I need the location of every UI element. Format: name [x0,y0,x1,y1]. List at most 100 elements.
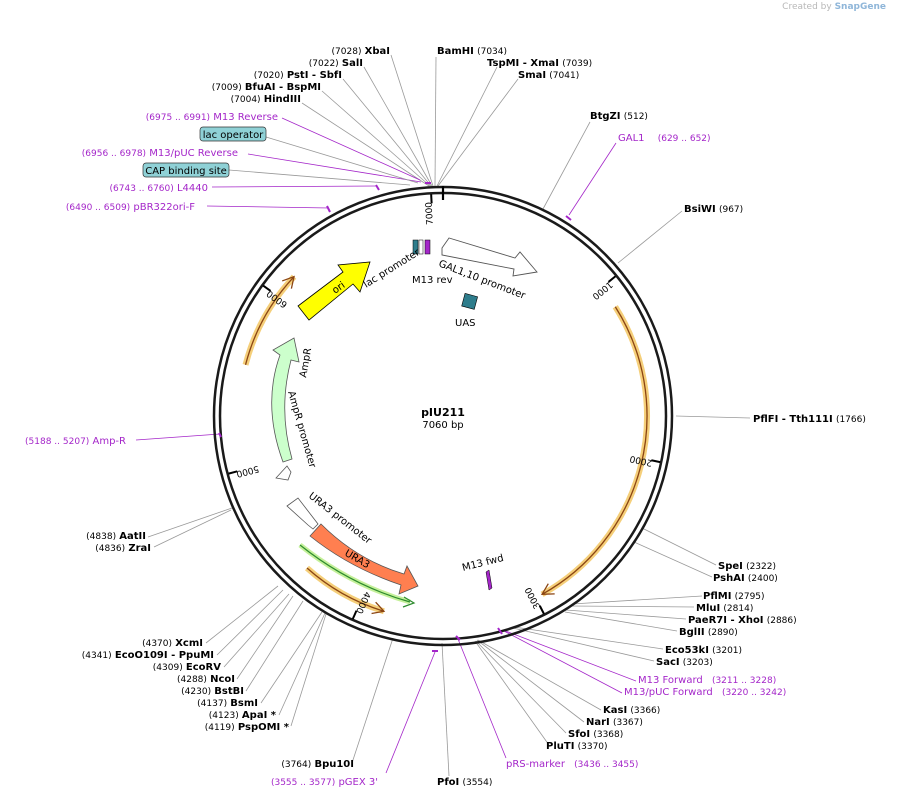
site-bstbi: (4230) BstBI [181,686,244,697]
orf-arc-left [244,276,295,365]
uas-block [461,293,478,310]
m13-rev-label: M13 rev [412,275,453,286]
leader-mlui [569,605,695,608]
leader-ncoi [236,595,294,680]
site-hindiii: (7004) HindIII [231,94,301,105]
leader-bsiwi [617,210,683,264]
site-ecorv: (4309) EcoRV [153,662,221,673]
primer-marks [218,182,572,652]
ampr-promoter-arrow [275,465,292,481]
site-bamhi: BamHI (7034) [437,46,507,57]
site-spei: SpeI (2322) [718,561,776,572]
credit-prefix: Created by [782,2,832,12]
ura3-orf-arrowhead [402,596,416,608]
leader-pgex3 [385,651,436,774]
leader-xcmi [205,585,279,644]
ori-arrow [297,261,371,321]
site-mlui: MluI (2814) [696,603,753,614]
tick-label-3000: 3000 [524,585,543,610]
leader-bglii [564,611,678,632]
primer-mark-m13-forward [497,627,503,635]
primer-ampr: (5188 .. 5207) Amp-R [25,436,126,447]
lac-promoter-block [412,239,419,255]
orf-arc-lower-left-arrowhead [371,601,386,615]
site-pflmi: PflMI (2795) [703,591,765,602]
cap-site-box [142,162,230,178]
orf-arcs [242,274,650,615]
ura3-orf-line-core [299,544,411,603]
leader-zrai [153,509,232,548]
leader-pspomi [290,613,327,727]
leader-psti [342,78,432,187]
snapgene-credit: Created by SnapGene [782,2,886,12]
leader-btgzi [542,121,591,210]
lac-operator-box [199,126,267,142]
primer-labels: (6975 .. 6991) M13 Reverse (6956 .. 6978… [25,112,786,788]
leader-sali [363,66,433,187]
site-psti-sbfi: (7020) PstI - SbfI [254,70,342,81]
leader-l4440 [211,185,377,188]
ampr-arrow [271,337,300,463]
site-bsiwi: BsiWI (967) [684,204,743,215]
tick-label-2000: 2000 [629,453,654,468]
restriction-site-labels: (7028) XbaI (7022) SalI (7020) PstI - Sb… [82,46,866,788]
primer-pgex3: (3555 .. 3577) pGEX 3' [271,777,378,788]
orf-arc-left-arrowhead [281,275,295,289]
leader-pshai [633,541,713,578]
site-pspomi: (4119) PspOMI * [205,722,290,733]
leader-pfoi [441,642,450,777]
leader-lac-operator [265,136,419,184]
ura3-label: URA3 [343,548,372,571]
leader-bamhi [434,56,437,187]
primer-prs-marker: pRS-marker (3436 .. 3455) [506,759,638,770]
primer-mark-l4440 [375,184,380,191]
ura3-promoter-arrow [286,497,319,530]
leader-pflfi [675,415,751,419]
primer-m13puc-forward: M13/pUC Forward (3220 .. 3242) [624,687,786,698]
leader-m13puc-forward [503,630,623,694]
leader-bstbi [245,600,304,692]
leader-ecorv [223,593,290,668]
site-tspmi-xmai: TspMI - XmaI (7039) [487,58,592,69]
primer-pbr322ori-f: (6490 .. 6509) pBR322ori-F [66,202,195,213]
primer-mark-ampr [218,432,222,438]
tick-6000 [262,284,272,292]
tick-1000 [607,275,617,283]
tick-5000 [228,470,238,475]
orf-arc-right [541,306,648,595]
cap-site-label: CAP binding site [145,166,227,177]
leader-apai [278,612,326,716]
primer-l4440: (6743 .. 6760) L4440 [110,183,209,194]
leader-prs-marker [457,638,507,759]
site-kasi: KasI (3366) [603,705,660,716]
site-pluti: PluTI (3370) [546,741,608,752]
primer-m13puc-reverse: (6956 .. 6978) M13/pUC Reverse [82,148,238,159]
leader-tspmi [436,66,498,187]
site-btgzi: BtgZI (512) [590,111,648,122]
leader-kasi [477,639,602,711]
site-bsmi: (4137) BsmI [197,698,258,709]
ura3-arrow [309,523,419,595]
leader-bsmi [260,611,323,704]
leader-eco53ki [513,626,664,650]
m13-fwd-mark [485,569,493,591]
site-pshai: PshAI (2400) [713,573,778,584]
leader-m13-forward [502,629,637,682]
m13-rev-block [424,239,431,255]
site-pfoi: PfoI (3554) [437,777,492,788]
site-ncoi: (4288) NcoI [177,674,235,685]
primer-m13-forward: M13 Forward (3211 .. 3228) [638,675,776,686]
orf-arc-lower-left [306,567,385,612]
plasmid-size: 7060 bp [422,420,463,431]
leader-ecoo109i [216,589,284,656]
site-xbai: (7028) XbaI [332,46,390,57]
leader-bpu10i [351,637,394,764]
leader-hindiii [301,102,430,187]
leader-m13-reverse [281,117,421,181]
tick-label-5000: 5000 [235,463,260,479]
site-bglii: BglII (2890) [679,627,738,638]
leader-spei [641,527,717,566]
tick-label-7000: 7000 [425,201,436,225]
site-ecoo109i-ppumi: (4341) EcoO109I - PpuMI [82,650,214,661]
